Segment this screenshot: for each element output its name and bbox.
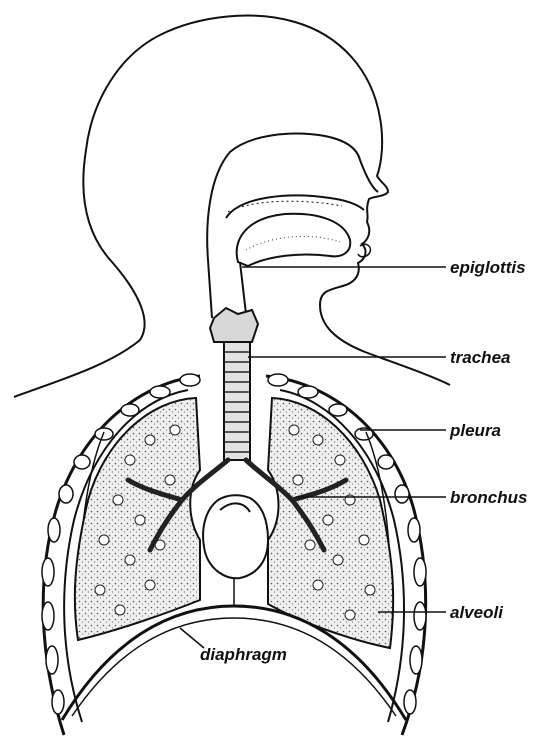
tongue xyxy=(237,214,351,266)
label-bronchus: bronchus xyxy=(450,488,527,507)
label-alveoli: alveoli xyxy=(450,603,504,622)
label-epiglottis: epiglottis xyxy=(450,258,526,277)
heart xyxy=(203,495,268,578)
larynx xyxy=(210,308,258,342)
label-diaphragm: diaphragm xyxy=(200,645,287,664)
label-trachea: trachea xyxy=(450,348,510,367)
label-pleura: pleura xyxy=(449,421,501,440)
